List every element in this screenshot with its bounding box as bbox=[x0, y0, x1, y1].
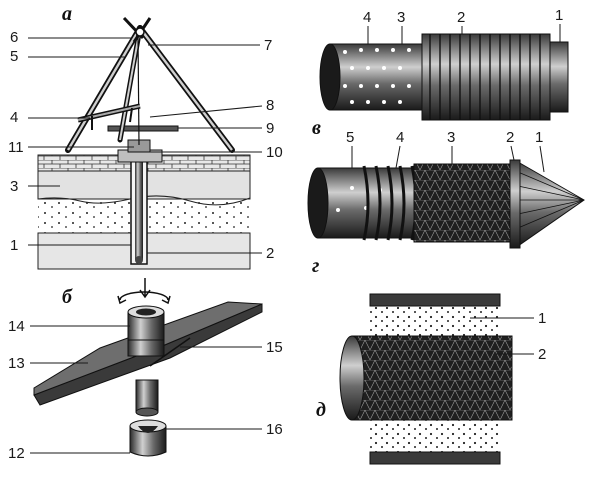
panel-g-labels: 5 4 3 2 1 г bbox=[312, 129, 543, 277]
panel-a-letter: а bbox=[62, 3, 72, 25]
label-a-8: 8 bbox=[266, 97, 274, 114]
label-a-3: 3 bbox=[10, 178, 18, 195]
label-a-2: 2 bbox=[266, 245, 274, 262]
label-a-4: 4 bbox=[10, 109, 18, 126]
panel-b-leaders bbox=[30, 325, 262, 454]
label-a-5: 5 bbox=[10, 48, 18, 65]
label-b-15: 15 bbox=[266, 339, 283, 356]
label-g-2: 2 bbox=[506, 129, 514, 146]
panel-d-gravel-pack bbox=[339, 293, 513, 465]
label-b-12: 12 bbox=[8, 445, 25, 462]
label-v-1: 1 bbox=[555, 7, 563, 24]
label-v-2: 2 bbox=[457, 9, 465, 26]
drill-bit-shoe bbox=[129, 425, 167, 457]
label-g-5: 5 bbox=[346, 129, 354, 146]
filter-mesh bbox=[413, 163, 519, 243]
label-d-2: 2 bbox=[538, 346, 546, 363]
label-a-11: 11 bbox=[8, 139, 24, 156]
panel-v-leaders bbox=[367, 24, 561, 44]
label-v-3: 3 bbox=[397, 9, 405, 26]
label-a-1: 1 bbox=[10, 237, 18, 254]
rotating-handle bbox=[107, 125, 179, 132]
panel-b-labels: б 14 15 13 16 12 bbox=[8, 286, 283, 462]
mesh-pipe bbox=[351, 335, 513, 421]
panel-b-clamp-detail bbox=[33, 278, 263, 457]
label-a-10: 10 bbox=[266, 144, 283, 161]
gravel-layer-top bbox=[370, 306, 500, 336]
label-d-1: 1 bbox=[538, 310, 546, 327]
panel-a-leaders bbox=[28, 37, 263, 254]
perforated-pipe bbox=[329, 43, 423, 111]
panel-g-letter: г bbox=[312, 255, 319, 277]
label-b-16: 16 bbox=[266, 421, 283, 438]
upper-pipe-coupling bbox=[127, 311, 165, 357]
gravel-layer-bottom bbox=[370, 420, 500, 452]
panel-v-labels: 4 3 2 1 в bbox=[312, 7, 563, 139]
panel-a-labels: а 6 5 7 4 8 9 11 10 3 1 2 bbox=[8, 3, 283, 262]
label-a-9: 9 bbox=[266, 120, 274, 137]
panel-d-labels: 1 2 д bbox=[316, 310, 546, 421]
label-a-7: 7 bbox=[264, 37, 272, 54]
panel-v-letter: в bbox=[312, 117, 321, 139]
label-b-14: 14 bbox=[8, 318, 25, 335]
panel-b-letter: б bbox=[62, 286, 73, 308]
panel-v-filter-corrugated bbox=[319, 33, 569, 121]
panel-g-filter-wrapped bbox=[307, 159, 585, 249]
end-cap bbox=[549, 41, 569, 113]
panel-d-leaders bbox=[470, 317, 534, 355]
panel-a-drilling-rig bbox=[37, 16, 251, 270]
label-g-4: 4 bbox=[396, 129, 404, 146]
label-g-1: 1 bbox=[535, 129, 543, 146]
label-b-13: 13 bbox=[8, 355, 25, 372]
corrugated-filter bbox=[421, 33, 551, 121]
label-v-4: 4 bbox=[363, 9, 371, 26]
label-g-3: 3 bbox=[447, 129, 455, 146]
label-a-6: 6 bbox=[10, 29, 18, 46]
panel-g-leaders bbox=[351, 145, 545, 173]
panel-d-letter: д bbox=[316, 399, 326, 421]
